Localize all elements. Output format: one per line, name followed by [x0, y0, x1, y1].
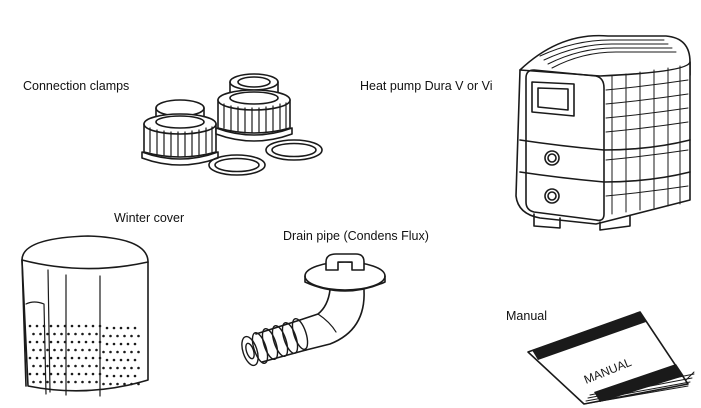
clamp-right: [215, 73, 293, 142]
winter-cover-label: Winter cover: [114, 211, 185, 225]
clamp-left: [141, 99, 219, 166]
winter-cover-illustration: [21, 235, 149, 397]
cover-perforations: [28, 324, 140, 386]
heat-pump-label: Heat pump Dura V or Vi: [360, 79, 493, 93]
o-rings: [208, 139, 323, 176]
drain-pipe-label: Drain pipe (Condens Flux): [283, 229, 429, 243]
connection-clamps-label: Connection clamps: [23, 79, 130, 93]
connection-clamps-illustration: [141, 73, 323, 176]
manual-illustration: MANUAL: [527, 311, 695, 405]
drain-pipe-illustration: [241, 253, 386, 367]
heat-pump-illustration: [515, 34, 691, 231]
manual-label: Manual: [506, 309, 547, 323]
